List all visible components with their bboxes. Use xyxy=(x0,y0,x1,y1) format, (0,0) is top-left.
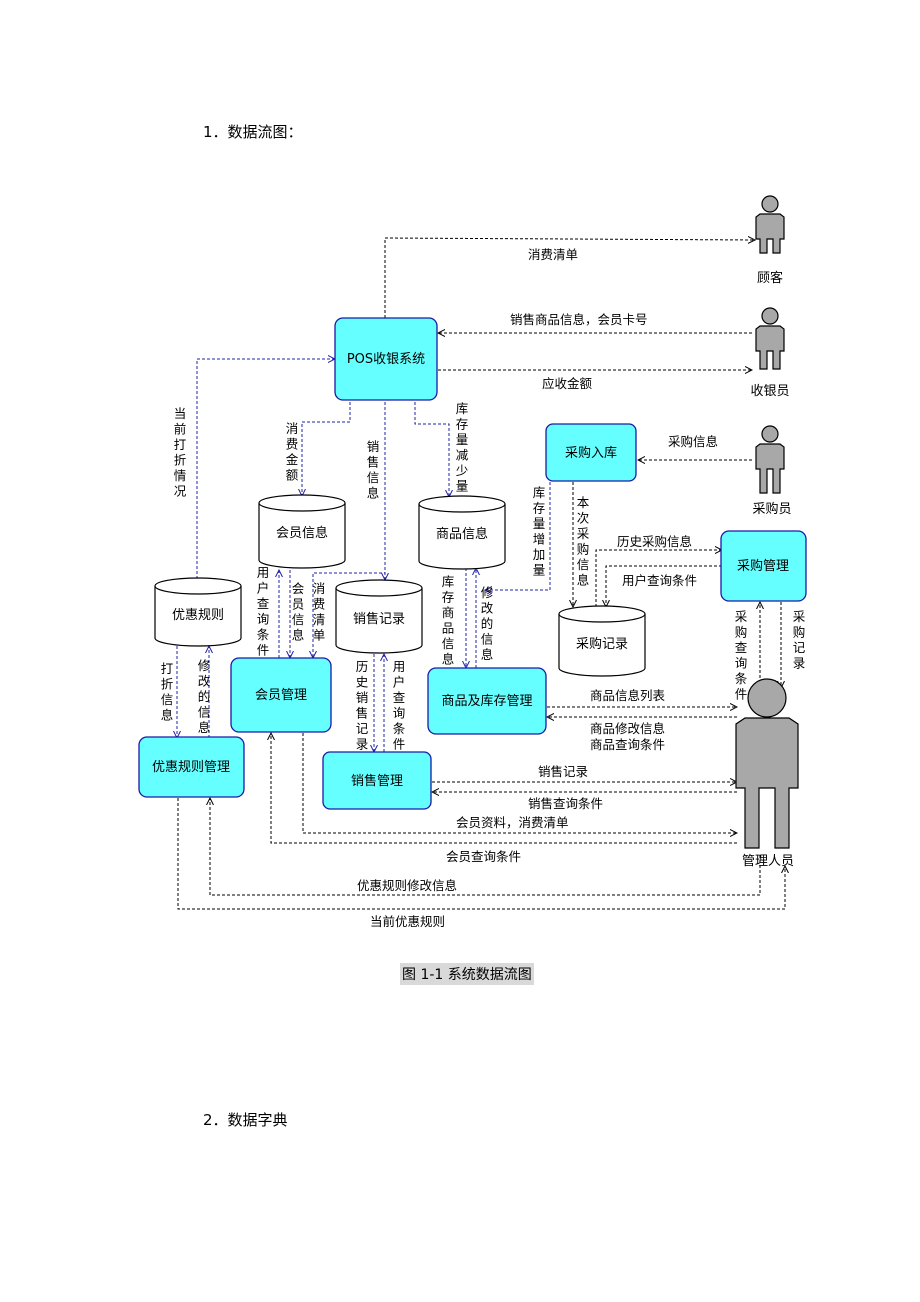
entity-cashier-label: 收银员 xyxy=(750,384,789,399)
flow-label-vertical: 当前打折情况 xyxy=(174,406,187,499)
process-purchase-mgmt: 采购管理 xyxy=(720,530,807,602)
flow-label: 销售记录 xyxy=(538,764,588,779)
process-discount-mgmt-label: 优惠规则管理 xyxy=(152,760,230,775)
store-goods-info-label: 商品信息 xyxy=(436,526,488,542)
flow-label-vertical: 库存商品信息 xyxy=(442,574,455,667)
person-icon xyxy=(755,425,785,494)
store-sales-records: 销售记录 xyxy=(335,579,423,654)
process-member-mgmt-label: 会员管理 xyxy=(255,688,307,703)
process-purchase-in: 采购入库 xyxy=(545,423,637,482)
flow-label-vertical: 库存量增加量 xyxy=(533,485,546,578)
process-goods-mgmt-label: 商品及库存管理 xyxy=(441,693,532,709)
store-purchase-records: 采购记录 xyxy=(558,605,646,677)
flow-label: 会员查询条件 xyxy=(446,849,521,864)
section-heading-1: 1．数据流图： xyxy=(203,123,303,141)
process-discount-mgmt: 优惠规则管理 xyxy=(138,736,245,798)
entity-manager: 管理人员 xyxy=(735,678,799,869)
store-member-info-label: 会员信息 xyxy=(276,525,328,541)
flow-label: 应收金额 xyxy=(542,376,593,391)
flow-consume-amount xyxy=(302,402,351,496)
flow-current-discount xyxy=(177,798,785,910)
flow-stock-increase xyxy=(485,482,551,590)
flow-lines xyxy=(177,238,785,910)
flow-member-consume xyxy=(302,733,737,833)
flow-label: 商品查询条件 xyxy=(590,737,665,752)
data-flow-diagram: POS收银系统 采购入库 采购管理 会员管理 商品及库存管理 优惠规则管理 销售… xyxy=(138,195,807,929)
person-icon xyxy=(735,678,799,849)
flow-label-vertical: 用户查询条件 xyxy=(393,659,406,752)
flow-label-vertical: 本次采购信息 xyxy=(577,495,590,588)
flow-label-vertical: 采购记录 xyxy=(793,609,806,671)
flow-label: 商品信息列表 xyxy=(590,688,666,703)
flow-history-purchase xyxy=(595,550,722,607)
store-member-info: 会员信息 xyxy=(258,494,346,569)
process-goods-mgmt: 商品及库存管理 xyxy=(427,667,547,735)
figure-caption: 图 1-1 系统数据流图 xyxy=(400,963,534,985)
flow-member-query xyxy=(271,733,737,844)
section-heading-2: 2．数据字典 xyxy=(203,1111,288,1129)
flow-label: 历史采购信息 xyxy=(617,534,692,549)
flow-label-vertical: 历史销售记录 xyxy=(356,659,369,752)
flow-label-vertical: 消费清单 xyxy=(313,581,326,643)
process-pos-label: POS收银系统 xyxy=(347,352,425,367)
process-pos: POS收银系统 xyxy=(334,317,438,401)
flow-label-vertical: 修改的信息 xyxy=(198,658,211,735)
flow-label: 会员资料，消费清单 xyxy=(456,815,569,830)
flow-label: 优惠规则修改信息 xyxy=(357,878,457,893)
process-purchase-mgmt-label: 采购管理 xyxy=(737,558,789,574)
entity-customer: 顾客 xyxy=(755,195,785,286)
process-member-mgmt: 会员管理 xyxy=(230,657,332,733)
flow-labels-vertical: 当前打折情况 消费金额 销售信息 库存量减少量 库存量增加量 本次采购信息 用户… xyxy=(161,401,806,752)
store-purchase-records-label: 采购记录 xyxy=(576,636,628,652)
flow-label-vertical: 会员信息 xyxy=(292,581,305,643)
flow-label: 销售查询条件 xyxy=(528,796,603,811)
flow-label: 商品修改信息 xyxy=(590,721,665,736)
flow-label-vertical: 采购查询条件 xyxy=(735,609,748,702)
flow-labels: 消费清单 销售商品信息，会员卡号 应收金额 采购信息 历史采购信息 用户查询条件… xyxy=(357,247,718,929)
entity-cashier: 收银员 xyxy=(750,307,790,399)
flow-label-vertical: 销售信息 xyxy=(367,439,380,501)
person-icon xyxy=(755,195,785,254)
process-purchase-in-label: 采购入库 xyxy=(565,445,617,461)
store-sales-records-label: 销售记录 xyxy=(353,611,405,627)
process-sales-mgmt: 销售管理 xyxy=(322,751,432,810)
flow-label: 用户查询条件 xyxy=(622,573,697,588)
flow-label-vertical: 消费金额 xyxy=(286,421,299,483)
flow-discount-modify xyxy=(210,798,761,896)
flow-label: 采购信息 xyxy=(668,434,718,449)
store-goods-info: 商品信息 xyxy=(418,495,506,570)
flow-stock-decrease xyxy=(414,402,449,497)
flow-label: 销售商品信息，会员卡号 xyxy=(510,312,648,327)
flow-label-vertical: 用户查询条件 xyxy=(257,565,270,658)
flow-current-discount-status xyxy=(196,359,335,579)
flow-label-vertical: 库存量减少量 xyxy=(456,401,469,494)
process-sales-mgmt-label: 销售管理 xyxy=(351,773,403,789)
entity-buyer: 采购员 xyxy=(752,425,792,517)
flow-label: 消费清单 xyxy=(528,247,578,262)
entity-manager-label: 管理人员 xyxy=(742,854,794,869)
flow-label-vertical: 打折信息 xyxy=(161,661,174,723)
flow-consume-list xyxy=(384,238,755,318)
flow-user-query xyxy=(606,565,722,607)
flow-label: 当前优惠规则 xyxy=(370,914,445,929)
store-discount-rules: 优惠规则 xyxy=(154,577,242,647)
entity-buyer-label: 采购员 xyxy=(752,501,791,517)
entity-customer-label: 顾客 xyxy=(757,270,783,286)
flow-label-vertical: 修改的信息 xyxy=(481,585,494,662)
store-discount-rules-label: 优惠规则 xyxy=(172,608,224,623)
person-icon xyxy=(755,307,785,370)
flow-consume-list-v xyxy=(313,572,386,658)
